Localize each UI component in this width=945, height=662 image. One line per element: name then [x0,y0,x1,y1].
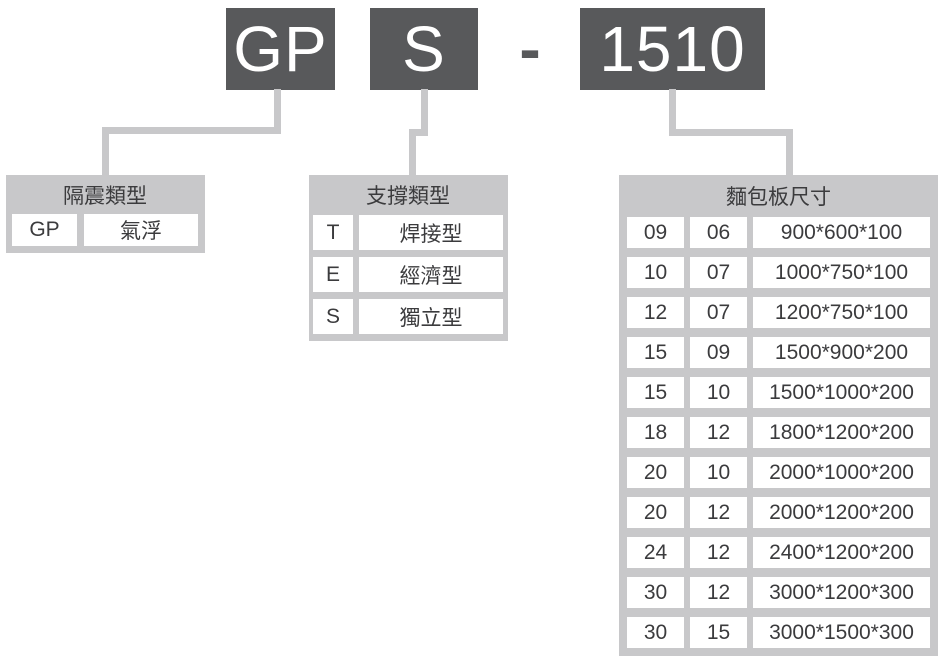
connector-size-vertical-top [669,89,676,136]
connector-support-horizontal [409,129,428,136]
support-code-cell: E [313,257,353,292]
connector-isolation-vertical-bottom [102,127,109,177]
size-width-code-cell: 15 [627,337,684,368]
size-dimensions-cell: 3000*1500*300 [753,617,930,648]
size-width-code-cell: 12 [627,297,684,328]
size-depth-code-cell: 12 [690,497,747,528]
size-depth-code-cell: 07 [690,257,747,288]
size-width-code-cell: 24 [627,537,684,568]
table-row: 15 09 1500*900*200 [627,337,930,368]
size-depth-code-cell: 06 [690,217,747,248]
support-code-cell: S [313,299,353,334]
support-label-cell: 獨立型 [359,299,503,334]
support-type-table: 支撐類型 T 焊接型 E 經濟型 S 獨立型 [309,175,508,341]
size-dimensions-cell: 1200*750*100 [753,297,930,328]
table-row: 30 12 3000*1200*300 [627,577,930,608]
size-dimensions-cell: 3000*1200*300 [753,577,930,608]
connector-size-vertical-bottom [786,129,793,177]
table-row: E 經濟型 [313,257,503,292]
size-dimensions-cell: 1800*1200*200 [753,417,930,448]
size-width-code-cell: 15 [627,377,684,408]
table-row: 18 12 1800*1200*200 [627,417,930,448]
code-box-support: S [370,8,478,90]
table-row: 24 12 2400*1200*200 [627,537,930,568]
size-depth-code-cell: 12 [690,417,747,448]
breadboard-size-title: 麵包板尺寸 [726,186,831,209]
table-row: T 焊接型 [313,215,503,250]
size-width-code-cell: 20 [627,497,684,528]
size-width-code-cell: 10 [627,257,684,288]
connector-isolation-horizontal [102,127,281,134]
table-row: GP 氣浮 [12,214,198,246]
size-width-code-cell: 09 [627,217,684,248]
connector-isolation-vertical-top [274,89,281,134]
size-depth-code-cell: 15 [690,617,747,648]
code-separator: - [519,13,541,85]
size-dimensions-cell: 2400*1200*200 [753,537,930,568]
table-row: 10 07 1000*750*100 [627,257,930,288]
code-box-isolation: GP [226,8,335,90]
table-row: 20 10 2000*1000*200 [627,457,930,488]
table-row: S 獨立型 [313,299,503,334]
size-dimensions-cell: 900*600*100 [753,217,930,248]
code-box-size: 1510 [580,8,765,90]
size-width-code-cell: 20 [627,457,684,488]
size-depth-code-cell: 12 [690,537,747,568]
table-row: 12 07 1200*750*100 [627,297,930,328]
size-depth-code-cell: 10 [690,457,747,488]
table-row: 20 12 2000*1200*200 [627,497,930,528]
size-depth-code-cell: 09 [690,337,747,368]
table-row: 30 15 3000*1500*300 [627,617,930,648]
isolation-code-cell: GP [12,214,77,246]
support-code-cell: T [313,215,353,250]
size-dimensions-cell: 1500*900*200 [753,337,930,368]
size-width-code-cell: 30 [627,617,684,648]
size-depth-code-cell: 10 [690,377,747,408]
support-label-cell: 經濟型 [359,257,503,292]
size-dimensions-cell: 1500*1000*200 [753,377,930,408]
breadboard-size-table: 麵包板尺寸 09 06 900*600*100 10 07 1000*750*1… [619,175,938,656]
size-dimensions-cell: 2000*1000*200 [753,457,930,488]
size-dimensions-cell: 2000*1200*200 [753,497,930,528]
size-width-code-cell: 30 [627,577,684,608]
connector-support-vertical-bottom [409,129,416,177]
connector-size-horizontal [669,129,793,136]
size-width-code-cell: 18 [627,417,684,448]
connector-support-vertical-top [421,89,428,136]
table-row: 15 10 1500*1000*200 [627,377,930,408]
size-depth-code-cell: 12 [690,577,747,608]
isolation-type-table: 隔震類型 GP 氣浮 [6,175,205,253]
table-row: 09 06 900*600*100 [627,217,930,248]
support-label-cell: 焊接型 [359,215,503,250]
size-dimensions-cell: 1000*750*100 [753,257,930,288]
size-depth-code-cell: 07 [690,297,747,328]
support-type-title: 支撐類型 [366,185,450,208]
isolation-label-cell: 氣浮 [84,214,198,246]
isolation-type-title: 隔震類型 [63,184,147,208]
